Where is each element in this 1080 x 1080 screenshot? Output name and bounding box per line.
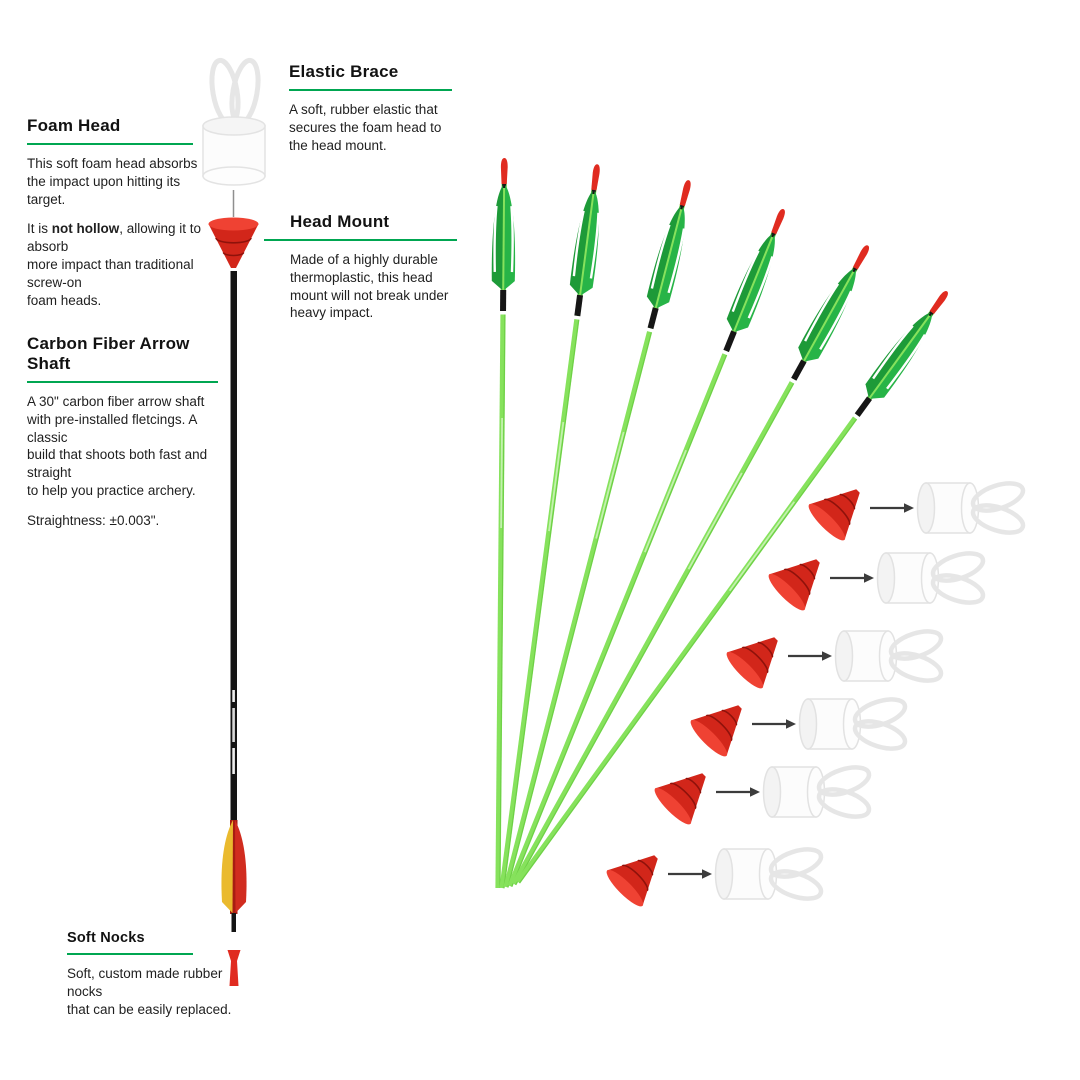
arrow-shaft-straightness: Straightness: ±0.003".	[27, 512, 160, 528]
soft-nocks-body: Soft, custom made rubber nocks that can …	[67, 966, 232, 1017]
arrow-shaft-title: Carbon Fiber Arrow Shaft	[27, 334, 190, 373]
head-mount-foam-set	[765, 543, 987, 614]
green-arrow	[489, 161, 611, 891]
green-arrow	[497, 203, 796, 892]
head-mount-foam-set	[723, 621, 945, 692]
arrow-shaft-callout: Carbon Fiber Arrow Shaft A 30" carbon fi…	[27, 334, 232, 530]
elastic-brace-callout: Elastic Brace A soft, rubber elastic tha…	[289, 62, 474, 154]
foam-head-title: Foam Head	[27, 116, 121, 135]
green-arrow	[493, 176, 702, 892]
green-arrow	[502, 238, 880, 891]
foam-head-body-2-post: , allowing it to absorb more impact than…	[27, 221, 202, 308]
head-mount-foam-set	[805, 473, 1027, 544]
foam-head-body-2-bold: not hollow	[51, 221, 120, 237]
fletching-illustration	[221, 820, 247, 932]
foam-head-body-1: This soft foam head absorbs the impact u…	[27, 156, 198, 207]
foam-head-callout: Foam Head This soft foam head absorbs th…	[27, 116, 222, 310]
green-arrow	[507, 283, 958, 891]
elastic-brace-body: A soft, rubber elastic that secures the …	[289, 102, 442, 153]
elastic-brace-title: Elastic Brace	[289, 62, 399, 81]
head-mount-title: Head Mount	[290, 212, 390, 231]
foam-head-underline	[27, 143, 193, 145]
elastic-loop	[229, 57, 261, 127]
fletching-yellow-vane	[221, 820, 233, 913]
green-arrow	[485, 156, 518, 890]
head-mount-foam-set	[651, 757, 873, 828]
shaft-branding	[232, 690, 235, 702]
soft-nocks-callout: Soft Nocks Soft, custom made rubber nock…	[67, 930, 252, 1018]
elastic-brace-underline	[289, 89, 452, 91]
arrow-fan	[485, 156, 958, 892]
head-set-column	[603, 473, 1027, 910]
head-mount-body: Made of a highly durable thermoplastic, …	[290, 252, 449, 321]
head-mount-underline	[264, 239, 457, 241]
head-mount-foam-set	[603, 839, 825, 910]
head-mount-foam-set	[687, 689, 909, 760]
shaft-branding	[232, 748, 235, 774]
head-mount-callout: Head Mount Made of a highly durable ther…	[264, 212, 475, 322]
foam-head-body-2-pre: It is	[27, 221, 52, 237]
arrow-shaft-body: A 30" carbon fiber arrow shaft with pre-…	[27, 394, 208, 499]
shaft-branding	[232, 708, 235, 742]
soft-nocks-title: Soft Nocks	[67, 930, 145, 946]
arrow-shaft-underline	[27, 381, 218, 383]
fletching-red-vane	[235, 820, 247, 913]
foam-head-body-2: It is not hollow, allowing it to absorb …	[27, 220, 222, 309]
soft-nocks-underline	[67, 953, 193, 955]
